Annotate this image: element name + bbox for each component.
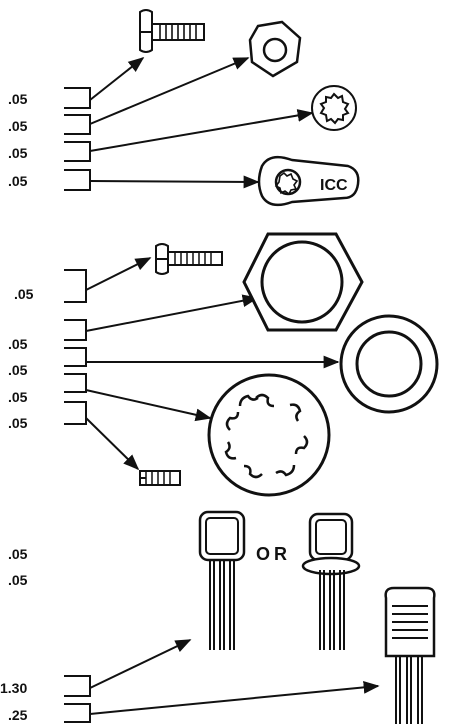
bracket bbox=[64, 87, 91, 109]
transistor-icon bbox=[198, 510, 246, 650]
price-label: 1.30 bbox=[0, 680, 28, 696]
bracket bbox=[64, 114, 91, 135]
lock-washer-icon bbox=[207, 373, 331, 497]
price-label: .05 bbox=[8, 415, 28, 431]
set-screw-icon bbox=[139, 470, 181, 486]
transistor-icon bbox=[301, 512, 361, 650]
price-label: .25 bbox=[8, 707, 28, 723]
hex-nut-icon bbox=[242, 232, 364, 332]
price-label: .05 bbox=[14, 286, 34, 302]
stamp-text: ICC bbox=[320, 177, 348, 194]
arrow bbox=[89, 639, 192, 689]
screw-icon bbox=[139, 9, 205, 53]
price-label: .05 bbox=[8, 389, 28, 405]
bracket bbox=[64, 269, 87, 303]
arrow bbox=[85, 389, 212, 422]
bracket bbox=[64, 319, 87, 341]
screw-icon bbox=[155, 243, 223, 275]
price-label: .05 bbox=[8, 91, 28, 107]
price-label: .05 bbox=[8, 145, 28, 161]
bracket bbox=[64, 675, 91, 697]
bracket bbox=[64, 347, 87, 367]
price-label: .05 bbox=[8, 336, 28, 352]
price-label: .05 bbox=[8, 362, 28, 378]
arrow bbox=[89, 109, 314, 152]
or-text: OR bbox=[256, 544, 291, 564]
arrow bbox=[85, 417, 140, 471]
lock-washer-icon bbox=[311, 85, 357, 131]
bracket bbox=[64, 373, 87, 393]
price-label: .05 bbox=[8, 118, 28, 134]
bracket bbox=[64, 703, 91, 723]
arrow bbox=[89, 681, 380, 715]
price-label: .05 bbox=[8, 546, 28, 562]
solder-lug-icon: ICC bbox=[257, 155, 360, 207]
hex-nut-icon bbox=[248, 20, 302, 78]
price-label: .05 bbox=[8, 173, 28, 189]
arrow bbox=[85, 257, 152, 291]
bracket bbox=[64, 141, 91, 162]
flat-washer-icon bbox=[339, 314, 439, 414]
arrow bbox=[89, 57, 145, 101]
arrow bbox=[89, 57, 250, 125]
heatsink-transistor-icon bbox=[384, 586, 436, 724]
bracket bbox=[64, 169, 91, 191]
bracket bbox=[64, 401, 87, 425]
arrow bbox=[89, 175, 260, 189]
arrow bbox=[85, 294, 259, 332]
price-label: .05 bbox=[8, 572, 28, 588]
